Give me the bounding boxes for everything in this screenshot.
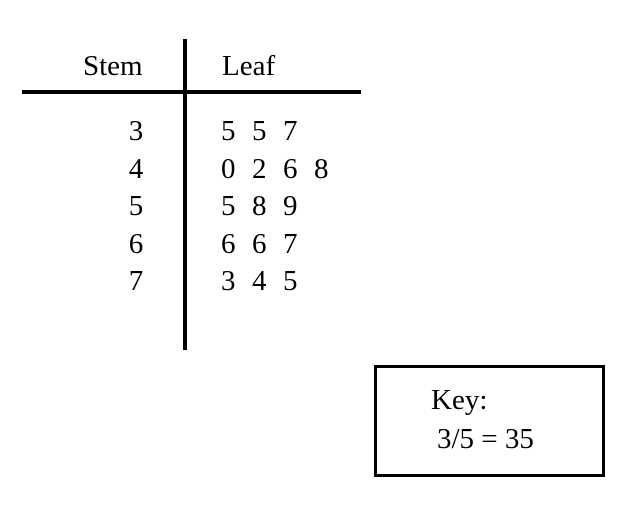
key-box: Key: 3/5 = 35: [374, 365, 605, 477]
key-title: Key:: [431, 384, 488, 416]
stem-value: 6: [128, 227, 144, 260]
stem-column-header: Stem: [83, 50, 143, 82]
stem-leaf-divider-line: [183, 39, 187, 350]
stem-value: 4: [128, 152, 144, 185]
leaf-digit: 6: [283, 152, 298, 185]
leaf-digit: 7: [283, 227, 298, 260]
leaf-digit: 5: [221, 190, 236, 222]
key-example: 3/5 = 35: [437, 423, 534, 455]
leaf-column-header: Leaf: [222, 50, 276, 82]
leaf-digit: 5: [283, 265, 298, 297]
header-divider-line: [22, 90, 361, 94]
leaf-digit: 6: [221, 227, 236, 260]
leaf-digit: 5: [221, 115, 236, 147]
stem-value: 3: [128, 115, 144, 147]
leaf-digit: 7: [283, 115, 298, 147]
leaf-digit: 9: [283, 190, 298, 222]
leaf-digit: 5: [252, 115, 267, 147]
leaf-digit: 0: [221, 152, 236, 185]
leaf-digit: 8: [252, 190, 267, 222]
stem-value: 7: [128, 265, 144, 297]
leaf-digit: 6: [252, 227, 267, 260]
leaf-digit: 4: [252, 265, 267, 297]
leaf-digit: 2: [252, 152, 267, 185]
stem-value: 5: [128, 190, 144, 222]
leaf-digit: 8: [314, 152, 329, 185]
leaf-digit: 3: [221, 265, 236, 297]
